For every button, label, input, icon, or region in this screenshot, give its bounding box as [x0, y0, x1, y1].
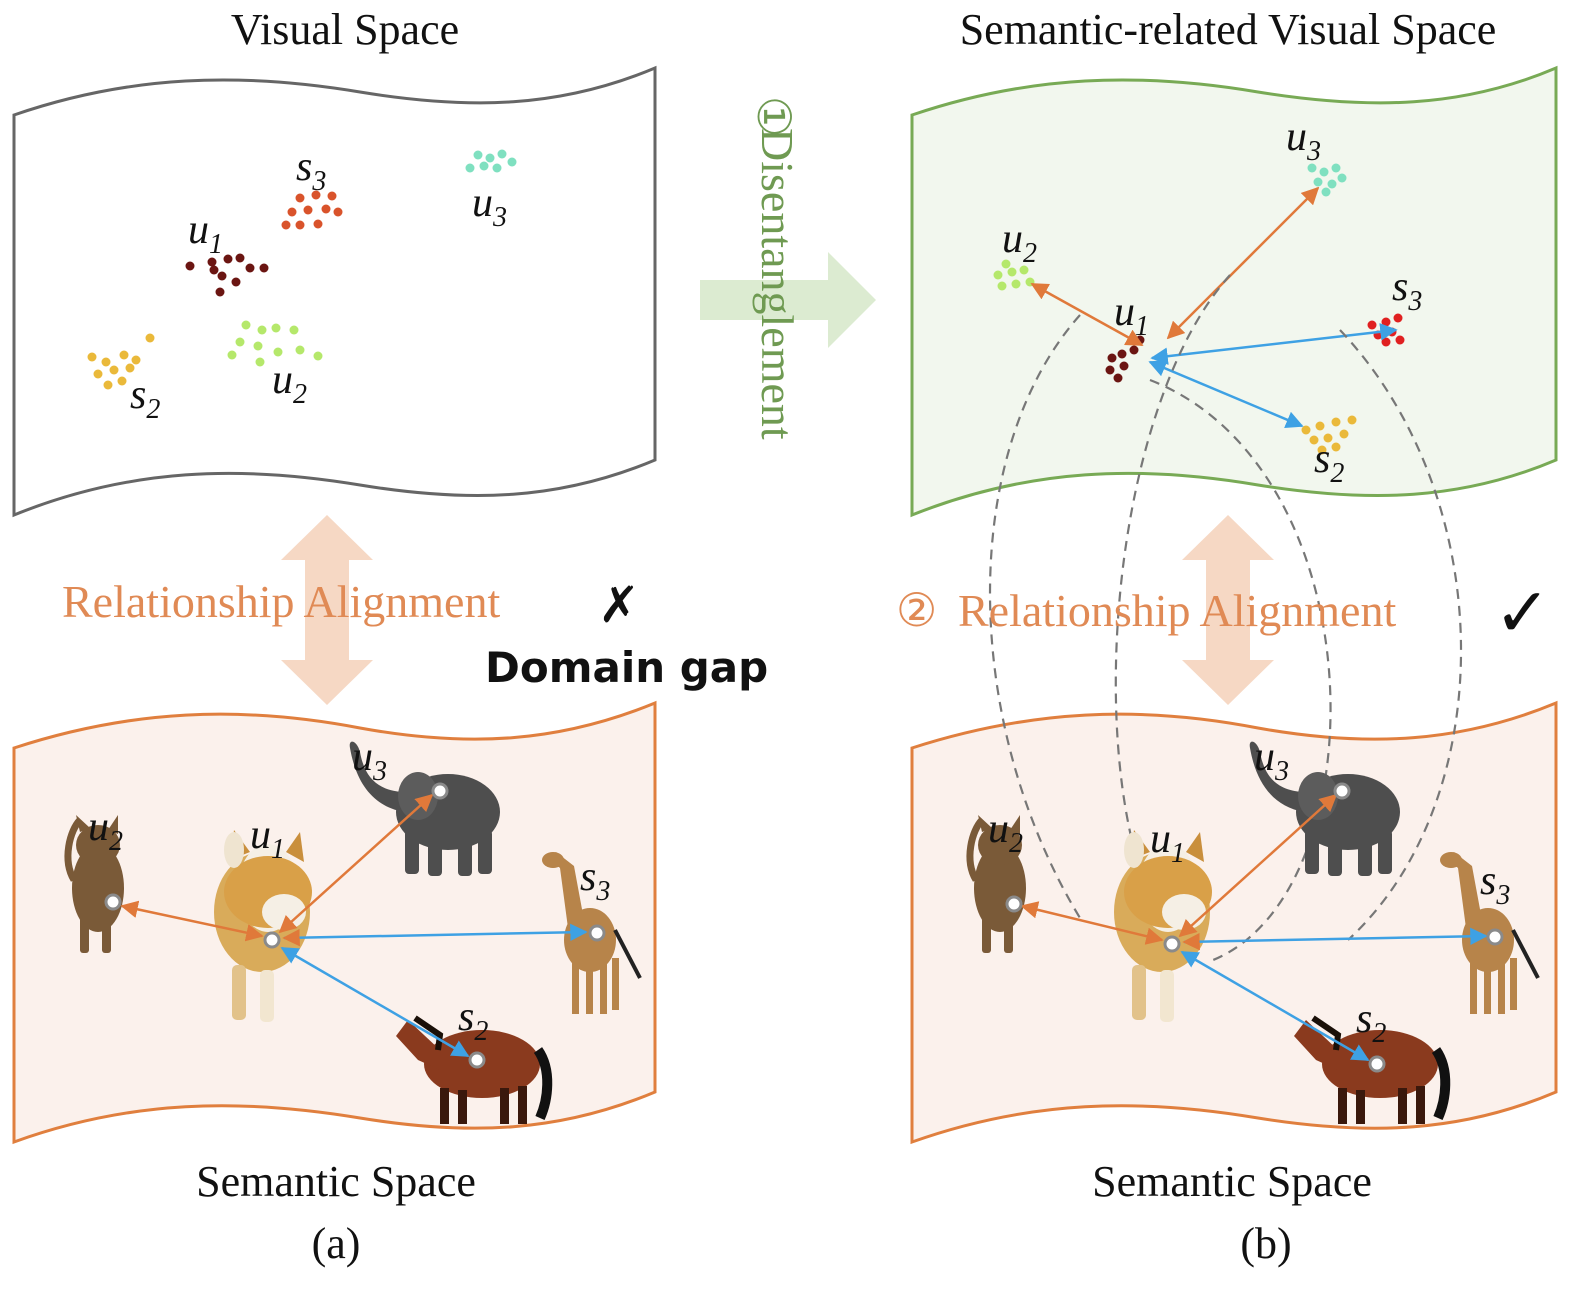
label-u2-sem-a: u2 — [88, 804, 123, 857]
label-s3-sem-a: s3 — [580, 854, 610, 907]
cluster-s2-points-b — [1301, 415, 1357, 455]
arrow-u1-s3-b — [1150, 323, 1398, 365]
arrow-u1-s3-sem-b — [1182, 927, 1488, 951]
cluster-u1-points — [185, 253, 269, 297]
arrow-u1-u2-b — [1030, 282, 1144, 347]
visual-space-title: Visual Space — [231, 5, 459, 54]
label-u2-a: u2 — [272, 357, 307, 410]
arrow-u1-s2-a — [280, 946, 470, 1058]
anchor-points-a — [104, 782, 606, 1069]
arrow-u1-u2-sem-b — [1020, 901, 1164, 945]
disentanglement-step: ① Disentanglement — [700, 96, 876, 440]
domain-gap-label: Domain gap — [485, 643, 768, 692]
label-s2-sem-b: s2 — [1356, 996, 1386, 1049]
relationship-alignment-label-b: Relationship Alignment — [958, 585, 1396, 636]
visual-space-sheet — [12, 65, 657, 518]
arrow-u1-u3-a — [278, 793, 434, 934]
label-u1-sem-a: u1 — [250, 812, 285, 865]
cluster-u3-points-b — [1307, 163, 1347, 197]
caption-a: (a) — [312, 1219, 361, 1268]
label-s2-a: s2 — [130, 372, 160, 425]
semantic-related-visual-sheet — [910, 65, 1558, 518]
label-u1-a: u1 — [188, 207, 223, 260]
label-u2-b: u2 — [1002, 216, 1037, 269]
label-s2-b: s2 — [1314, 436, 1344, 489]
caption-b: (b) — [1240, 1219, 1291, 1268]
anchor-points-b — [1005, 782, 1504, 1073]
label-s3-b: s3 — [1392, 264, 1422, 317]
semantic-space-title-a: Semantic Space — [196, 1157, 476, 1206]
cluster-u2-points — [227, 320, 323, 367]
semantic-space-title-b: Semantic Space — [1092, 1157, 1372, 1206]
arrow-u1-s3-a — [282, 923, 588, 947]
label-u3-sem-a: u3 — [352, 734, 387, 787]
panel-b: Semantic-related Visual Space — [896, 5, 1558, 1268]
check-mark-icon: ✓ — [1494, 574, 1551, 653]
arrow-u1-u3-b — [1166, 186, 1320, 340]
label-s3-a: s3 — [296, 144, 326, 197]
disentangle-num: ① — [748, 96, 799, 137]
label-u3-sem-b: u3 — [1254, 734, 1289, 787]
cluster-u2-points-b — [993, 259, 1035, 291]
label-s3-sem-b: s3 — [1480, 858, 1510, 911]
panel-a: Visual Space — [12, 5, 768, 1268]
label-u2-sem-b: u2 — [988, 806, 1023, 859]
label-u1-b: u1 — [1114, 289, 1149, 342]
label-u3-b: u3 — [1286, 114, 1321, 167]
cluster-s3-points — [281, 190, 343, 230]
disentangle-arrow — [700, 252, 876, 348]
label-u3-a: u3 — [472, 180, 507, 233]
arrow-u1-u2-a — [120, 900, 264, 942]
arrow-u1-u3-sem-b — [1178, 793, 1338, 938]
giraffe-icon — [542, 852, 642, 1014]
relationship-alignment-label-a: Relationship Alignment — [62, 576, 500, 627]
alignment-arrow-b — [1182, 515, 1274, 705]
label-s2-sem-a: s2 — [458, 994, 488, 1047]
cluster-s2-points — [87, 333, 155, 390]
cross-mark-icon: ✗ — [598, 576, 640, 634]
label-u1-sem-b: u1 — [1150, 816, 1185, 869]
arrow-u1-s2-b — [1148, 360, 1304, 428]
cat-icon — [64, 815, 124, 953]
disentangle-label: Disentanglement — [752, 128, 803, 440]
alignment-num-b: ② — [896, 585, 937, 636]
alignment-arrow-a — [281, 515, 373, 705]
cluster-u3-points — [465, 149, 517, 173]
arrow-u1-s2-sem-b — [1180, 950, 1370, 1062]
semantic-related-visual-space-title: Semantic-related Visual Space — [960, 5, 1497, 54]
